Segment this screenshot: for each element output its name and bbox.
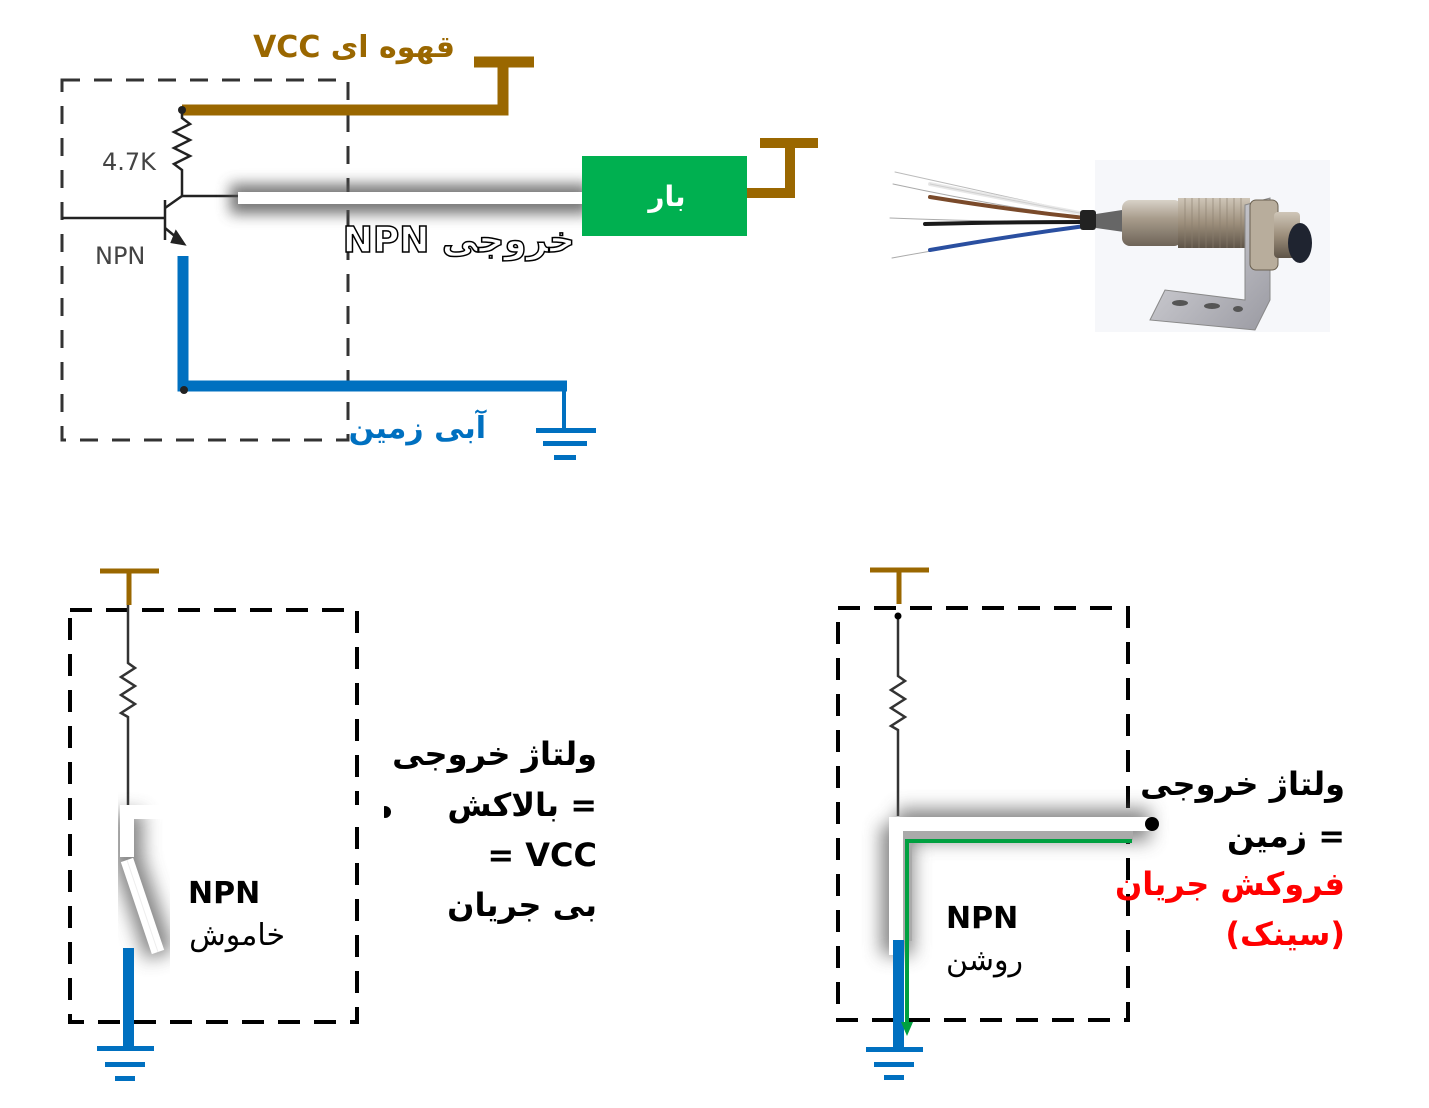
off-state-label: خاموش <box>189 918 285 953</box>
ground-symbol <box>536 428 596 460</box>
load-vcc-connector <box>747 138 818 198</box>
off-output-line-1: ولتاژ خروجی <box>392 735 597 773</box>
resistor-4.7k <box>171 110 193 190</box>
on-ground-wire <box>866 940 923 1080</box>
transistor-type-label: NPN <box>95 242 145 270</box>
on-state-label: روشن <box>946 943 1023 978</box>
off-output-line-3: = VCC <box>487 836 597 874</box>
on-transistor-label: NPN <box>946 901 1018 936</box>
npn-output-label: خروجی NPN <box>343 220 575 261</box>
off-output-line-2: = بالاکش <box>447 786 597 824</box>
blue-ground-label: آبی زمین <box>349 409 487 446</box>
off-output-wire <box>113 797 391 960</box>
proximity-sensor-image <box>889 160 1330 332</box>
vcc-wire <box>178 56 534 116</box>
on-output-line-2: = زمین <box>1227 817 1345 855</box>
npn-transistor-symbol <box>62 190 240 246</box>
on-resistor <box>888 615 908 816</box>
off-enclosure <box>68 608 359 1024</box>
off-transistor-label: NPN <box>188 876 260 911</box>
resistor-value-label: 4.7K <box>102 148 157 176</box>
off-output-line-4: بی جریان <box>447 886 597 924</box>
output-wire <box>230 184 590 214</box>
sensor-enclosure <box>60 78 350 442</box>
load-box: بار <box>582 156 747 236</box>
load-label: بار <box>646 180 685 213</box>
on-output-line-1: ولتاژ خروجی <box>1140 765 1345 803</box>
off-vcc-symbol <box>100 568 159 605</box>
on-enclosure <box>836 606 1130 1022</box>
on-vcc-symbol <box>870 567 929 604</box>
npn-off-state-diagram: NPN خاموش ولتاژ خروجی = بالاکش = VCC بی … <box>68 568 597 1081</box>
top-sensor-schematic: قهوه ای VCC 4.7K NPN خروجی NPN بار <box>60 30 818 460</box>
sink-label-line-1: فروکش جریان <box>1115 865 1345 903</box>
sink-label-line-2: (سینک) <box>1225 915 1345 953</box>
sensor-wires <box>889 171 1087 259</box>
on-output-description: ولتاژ خروجی = زمین فروکش جریان (سینک) <box>1115 765 1345 953</box>
ground-wire <box>177 256 567 430</box>
vcc-brown-label: قهوه ای VCC <box>253 30 455 65</box>
off-ground-wire <box>97 948 154 1081</box>
off-resistor <box>118 605 138 808</box>
current-flow-arrow <box>901 839 1132 1036</box>
npn-on-state-diagram: NPN روشن ولتاژ خروجی = زمین فروکش جریان … <box>836 567 1345 1080</box>
off-output-description: ولتاژ خروجی = بالاکش = VCC بی جریان <box>392 735 597 924</box>
